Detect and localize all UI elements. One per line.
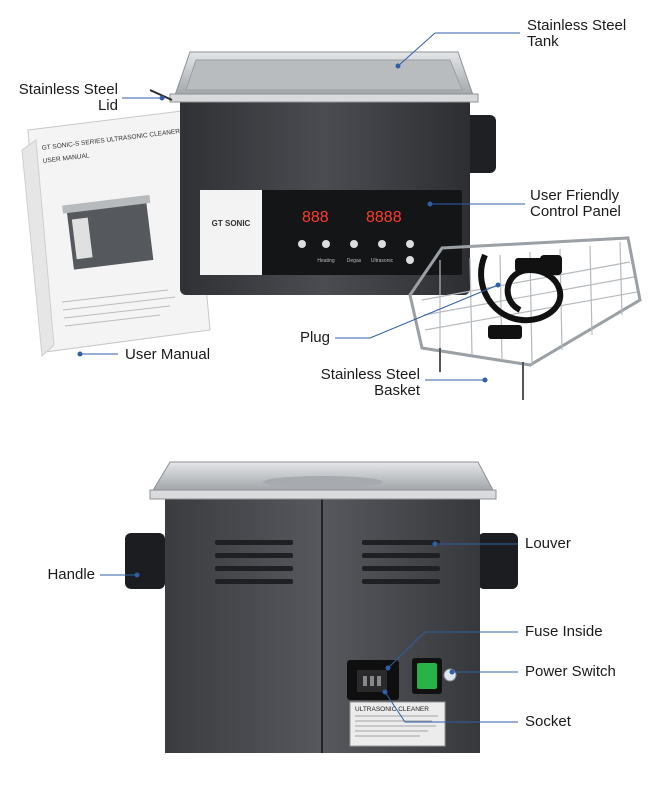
cleaner-front: GT SONIC 888 8888 Heating Degas Ultrason…	[149, 51, 496, 295]
brand-plate	[200, 190, 262, 275]
label-handle: Handle	[47, 566, 95, 583]
left-handle	[125, 533, 165, 589]
label-plug: Plug	[299, 329, 330, 346]
stainless-steel-basket	[408, 236, 642, 400]
degas-button-label: Degas	[347, 258, 362, 264]
heating-icon	[322, 240, 330, 248]
label-socket: Socket	[525, 713, 571, 730]
label-stainless-steel-basket: Stainless Steel Basket	[320, 366, 420, 399]
callout-lines	[77, 32, 525, 723]
side-handle	[462, 115, 496, 173]
label-power-switch: Power Switch	[525, 663, 616, 680]
nameplate	[349, 701, 446, 747]
ultrasonic-icon	[378, 240, 386, 248]
cleaner-back: ULTRASONIC CLEANER	[125, 461, 518, 753]
temp-up-icon	[298, 240, 306, 248]
louver-left	[215, 540, 293, 584]
louver-right	[362, 540, 440, 584]
nameplate-title: ULTRASONIC CLEANER	[355, 706, 429, 713]
display-right: 8888	[366, 209, 402, 226]
display-left: 888	[302, 209, 329, 226]
time-up-icon	[406, 240, 414, 248]
control-panel	[200, 190, 462, 275]
manual-text-lines	[61, 289, 176, 327]
label-fuse-inside: Fuse Inside	[525, 623, 603, 640]
panel-buttons	[298, 240, 414, 264]
label-stainless-steel-lid: Stainless Steel Lid	[18, 81, 118, 114]
ultrasonic-button-label: Ultrasonic	[371, 258, 394, 264]
label-control-panel: User Friendly Control Panel	[530, 187, 621, 220]
label-user-manual: User Manual	[125, 346, 211, 363]
label-louver: Louver	[525, 535, 571, 552]
user-manual-booklet: GT SONIC-S SERIES ULTRASONIC CLEANER USE…	[21, 109, 211, 358]
time-down-icon	[406, 256, 414, 264]
heating-button-label: Heating	[317, 258, 334, 264]
brand-name: GT SONIC	[212, 219, 251, 228]
right-handle	[478, 533, 518, 589]
stainless-steel-lid	[169, 93, 479, 103]
power-plug	[478, 253, 564, 339]
manual-product-photo	[62, 194, 154, 270]
label-stainless-steel-tank: Stainless Steel Tank	[527, 17, 627, 50]
degas-icon	[350, 240, 358, 248]
